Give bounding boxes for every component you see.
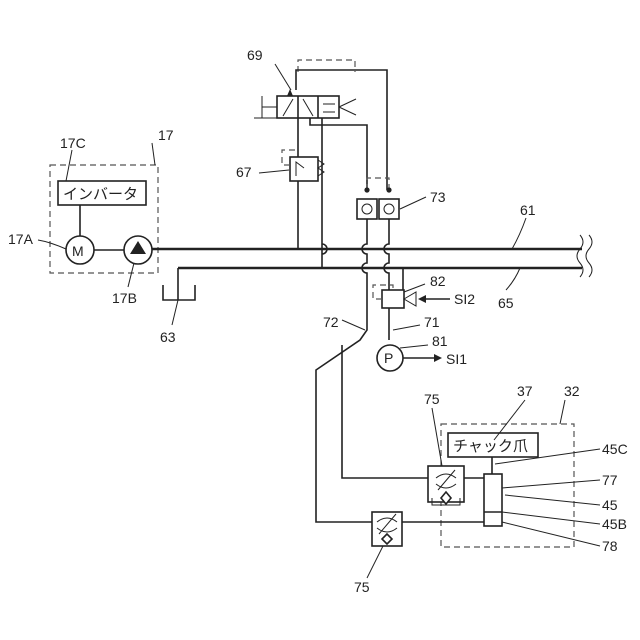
ref-si2: SI2 (454, 291, 475, 307)
line-72 (316, 219, 372, 522)
ref-45: 45 (602, 497, 618, 513)
ref-17a: 17A (8, 231, 34, 247)
ref-si1: SI1 (446, 351, 467, 367)
motor-letter: M (72, 243, 84, 259)
ref-72: 72 (323, 314, 339, 330)
check-valve-73-right (379, 199, 399, 219)
relief-valve-67 (290, 157, 318, 181)
ref-17: 17 (158, 127, 174, 143)
ref-75-upper: 75 (424, 391, 440, 407)
chuck-jaw-label: チャック爪 (453, 437, 528, 455)
ref-63: 63 (160, 329, 176, 345)
ref-69: 69 (247, 47, 263, 63)
check-pilot-dashed (367, 178, 389, 190)
ref-45c: 45C (602, 441, 628, 457)
pressure-valve-82 (382, 290, 404, 308)
ref-75-lower: 75 (354, 579, 370, 595)
ref-17c: 17C (60, 135, 86, 151)
tank-symbol (163, 285, 195, 300)
ref-17b: 17B (112, 290, 137, 306)
ref-32: 32 (564, 383, 580, 399)
ref-78: 78 (602, 538, 618, 554)
relief-spring (318, 160, 324, 176)
ref-71: 71 (424, 314, 440, 330)
pressure-letter: P (384, 350, 393, 366)
ref-61: 61 (520, 202, 536, 218)
ref-37: 37 (517, 383, 533, 399)
ref-65: 65 (498, 295, 514, 311)
valve-arrow-icon (287, 89, 293, 96)
ref-77: 77 (602, 472, 618, 488)
inverter-label: インバータ (63, 185, 138, 203)
ref-45b: 45B (602, 516, 627, 532)
valve-actuator-left (254, 96, 277, 118)
ref-81: 81 (432, 333, 448, 349)
ref-82: 82 (430, 273, 446, 289)
ref-67: 67 (236, 164, 252, 180)
ref-73: 73 (430, 189, 446, 205)
valve-spring-right (339, 99, 356, 115)
line-71-upper (384, 219, 389, 340)
cylinder-45 (484, 474, 502, 526)
line-break-symbol (577, 235, 592, 277)
check-valve-73-left (357, 199, 377, 219)
